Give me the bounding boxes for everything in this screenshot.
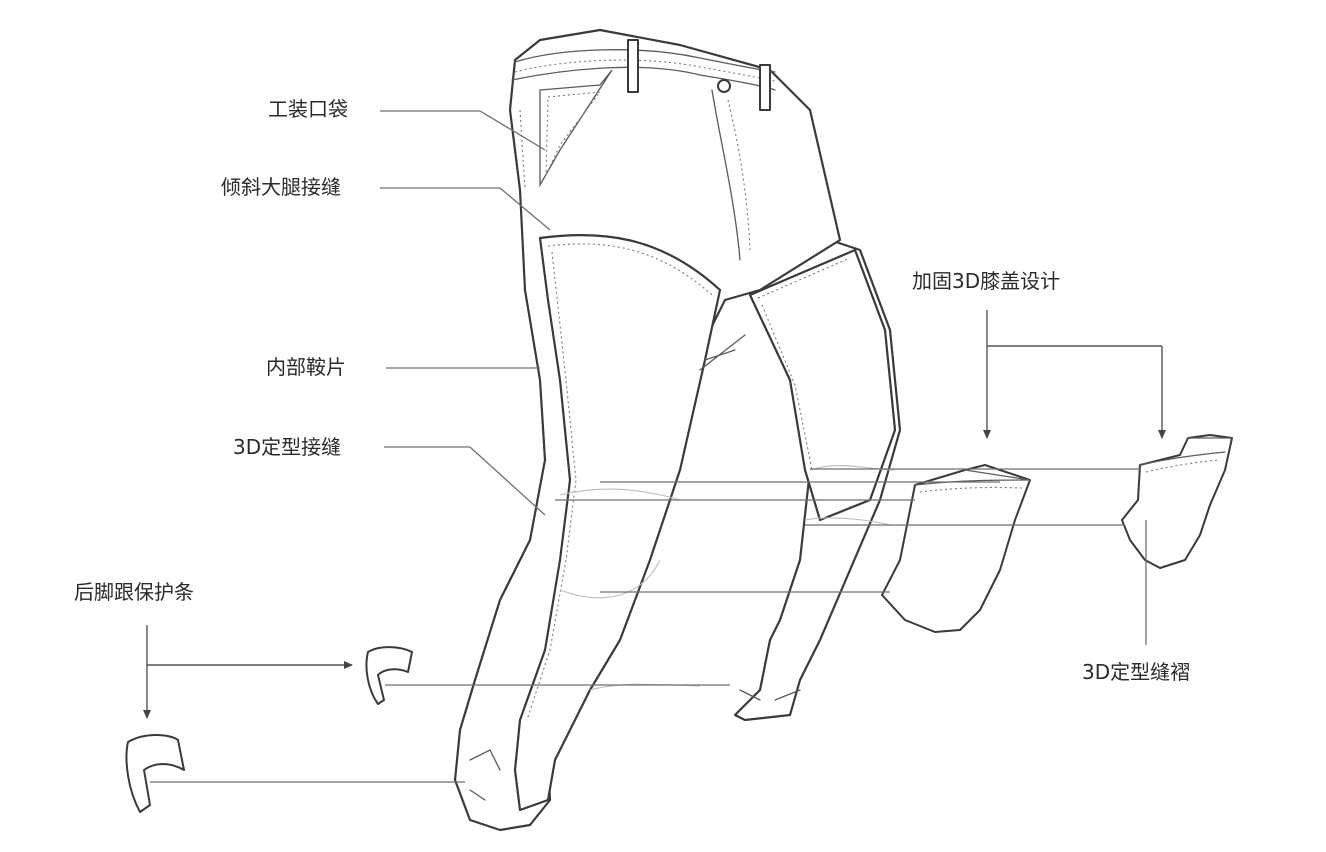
- label-reinforced-3d-knee: 加固3D膝盖设计: [912, 269, 1061, 293]
- label-3d-shaped-pleat: 3D定型缝褶: [1082, 660, 1191, 684]
- label-workwear-pocket: 工装口袋: [268, 97, 348, 121]
- heel-guard-piece-2: [125, 734, 185, 813]
- button: [717, 79, 731, 93]
- heel-guard-piece-1: [365, 646, 413, 705]
- knee-piece-left: [881, 464, 1031, 633]
- arrows: [143, 310, 1166, 719]
- belt-loop: [627, 39, 639, 93]
- knee-piece-right: [1121, 434, 1233, 569]
- label-angled-thigh-seam: 倾斜大腿接缝: [221, 175, 341, 199]
- waistband: [511, 49, 776, 91]
- leader-lines: [150, 110, 1147, 783]
- label-heel-guard: 后脚跟保护条: [74, 580, 194, 604]
- label-3d-shaped-seam: 3D定型接缝: [233, 435, 342, 459]
- trousers-illustration: [453, 28, 902, 832]
- belt-loop: [759, 64, 771, 111]
- label-inner-gusset: 内部鞍片: [266, 355, 346, 379]
